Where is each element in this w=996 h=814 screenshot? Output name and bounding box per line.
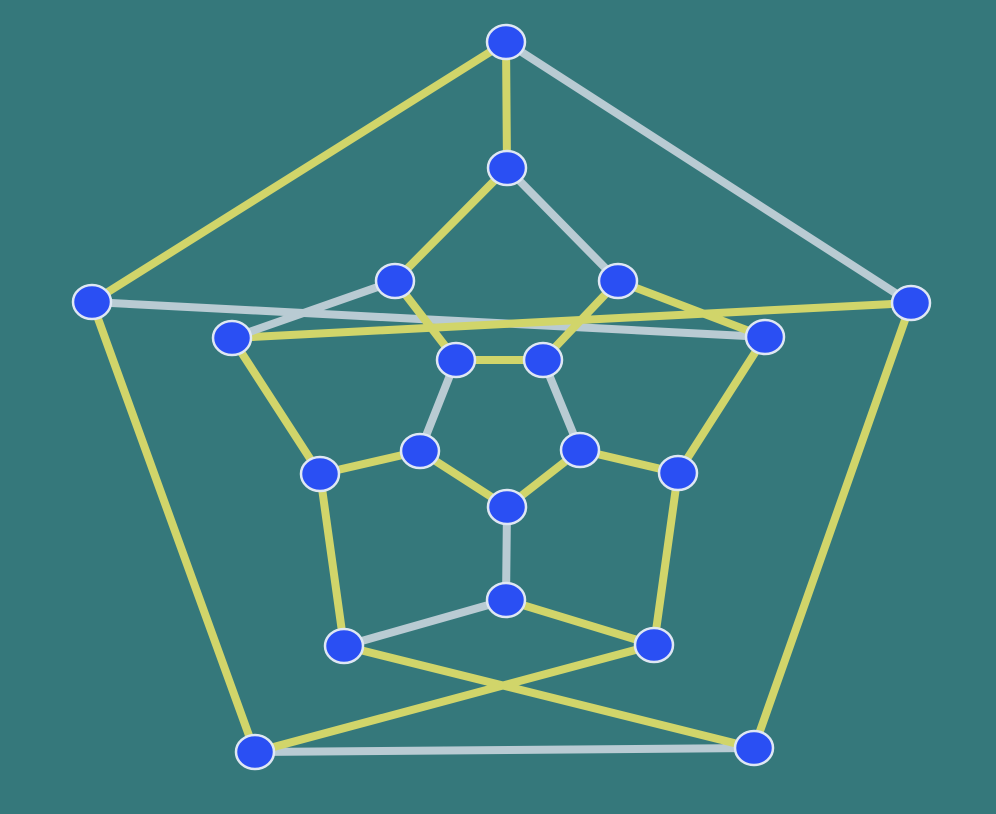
edge-path-o1-o2 [88,38,510,306]
graph-node-i1 [522,341,564,379]
edge-path-o4-m5 [340,642,758,752]
edge-other-m5-m6 [340,596,510,650]
graph-node-o1 [485,23,527,61]
graph-node-i3 [399,432,441,470]
graph-node-i2 [435,341,477,379]
edge-path-m9-m10 [614,277,769,341]
graph-node-o5 [890,284,932,322]
graph-node-m10 [597,262,639,300]
edge-path-m4-m5 [316,470,348,650]
edge-other-m1-m10 [503,164,622,285]
graph-node-i4 [486,488,528,526]
graph-node-m5 [323,627,365,665]
edge-path-o4-o5 [750,299,915,752]
graph-node-m7 [633,626,675,664]
edge-other-o3-o4 [251,744,758,756]
graph-node-o2 [71,283,113,321]
graph-node-o4 [733,729,775,767]
edge-path-m7-m8 [650,469,682,649]
graph-node-m3 [211,319,253,357]
graph-node-m6 [485,581,527,619]
edge-path-o3-m7 [251,641,658,756]
graph-node-i5 [559,431,601,469]
edge-path-m1-m2 [391,164,511,285]
edge-path-o2-o3 [88,298,259,756]
edge-other-m2-m3 [228,277,399,342]
graph-node-m9 [744,318,786,356]
edge-path-m8-m9 [674,333,769,477]
edge-path-m6-m7 [502,596,658,649]
edge-other-o1-o5 [502,38,915,307]
edge-path-o1-m1 [502,38,511,172]
graph-node-o3 [234,733,276,771]
graph-node-m8 [657,454,699,492]
graph-node-m2 [374,262,416,300]
edge-path-m3-m4 [228,334,324,478]
edge-path-o5-m3 [228,299,915,342]
graph-node-m1 [486,149,528,187]
nodes-layer [71,23,932,771]
graph-node-m4 [299,455,341,493]
